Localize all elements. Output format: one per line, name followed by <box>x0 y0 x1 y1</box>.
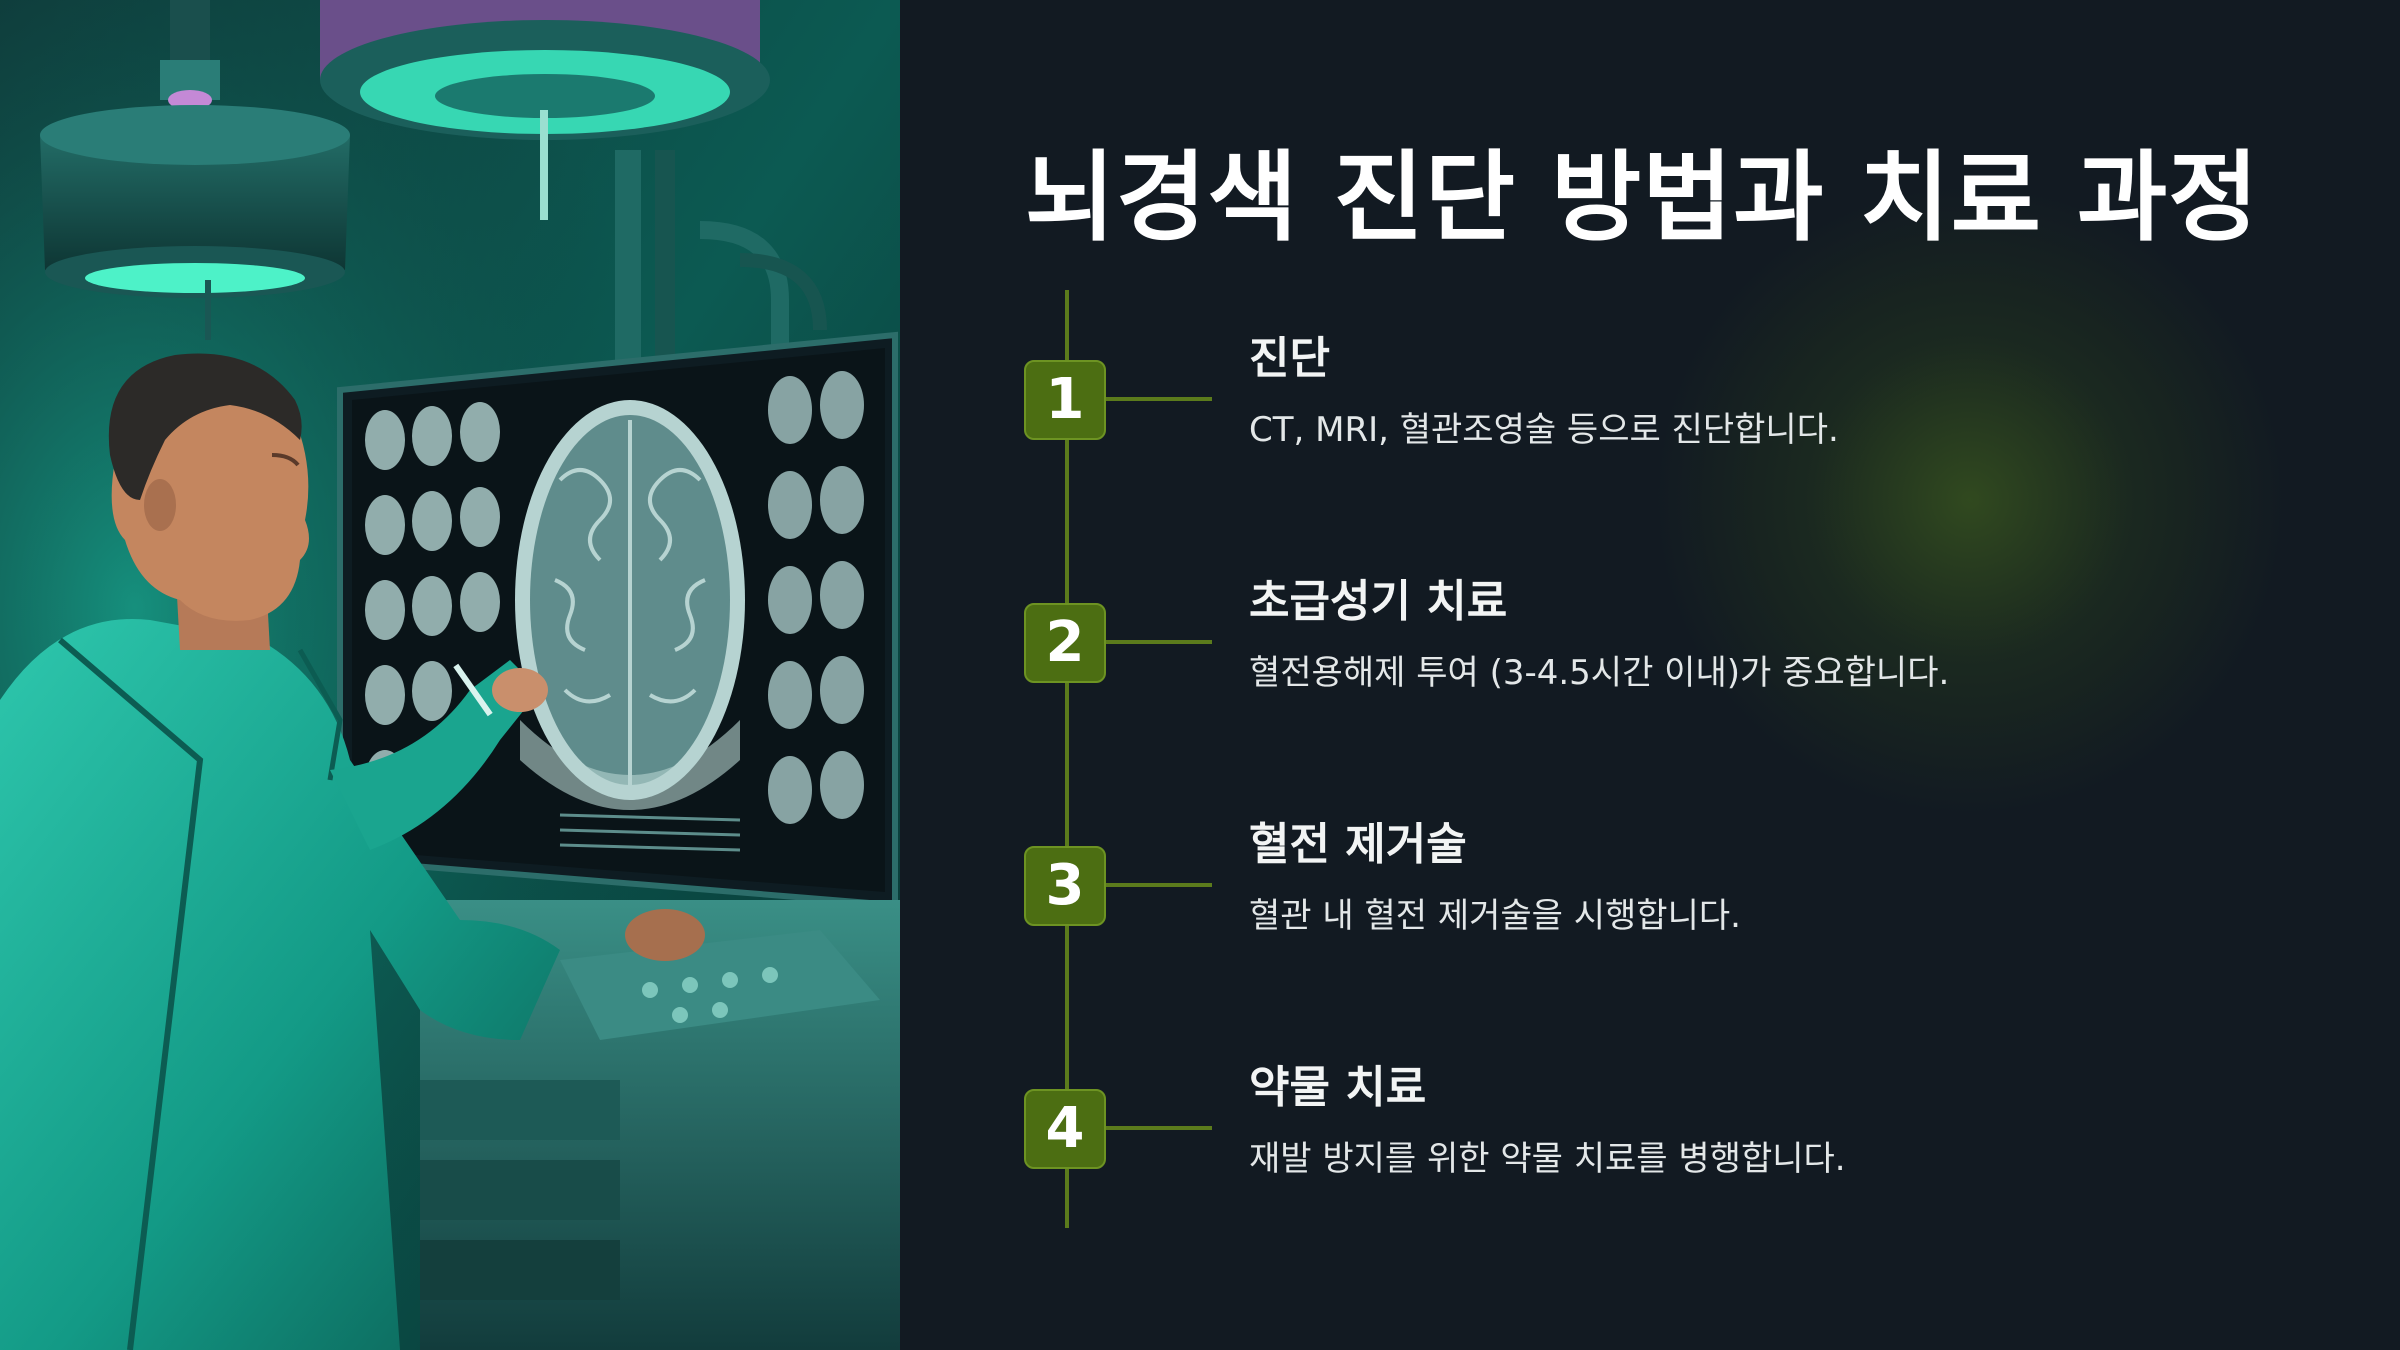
step-description: 혈전용해제 투여 (3-4.5시간 이내)가 중요합니다. <box>1249 653 1950 693</box>
step-description: 재발 방지를 위한 약물 치료를 병행합니다. <box>1249 1139 1846 1179</box>
step-number-badge: 1 <box>1024 360 1106 440</box>
step-title: 혈전 제거술 <box>1249 819 1467 870</box>
doctor-brain-scan-image <box>0 0 900 1350</box>
step-connector <box>1106 640 1212 644</box>
step-number-badge: 3 <box>1024 846 1106 926</box>
timeline-step-3: 3 혈전 제거술 혈관 내 혈전 제거술을 시행합니다. <box>1024 808 2324 958</box>
step-connector <box>1106 397 1212 401</box>
step-description: 혈관 내 혈전 제거술을 시행합니다. <box>1249 896 1741 936</box>
timeline-line <box>1065 290 1069 1228</box>
page-title: 뇌경색 진단 방법과 치료 과정 <box>1025 141 2260 255</box>
step-title: 진단 <box>1249 333 1330 384</box>
background-glow <box>1650 180 2290 820</box>
step-number-badge: 2 <box>1024 603 1106 683</box>
timeline-step-4: 4 약물 치료 재발 방지를 위한 약물 치료를 병행합니다. <box>1024 1051 2324 1201</box>
timeline-step-1: 1 진단 CT, MRI, 혈관조영술 등으로 진단합니다. <box>1024 322 2324 472</box>
step-title: 초급성기 치료 <box>1249 576 1508 627</box>
timeline-step-2: 2 초급성기 치료 혈전용해제 투여 (3-4.5시간 이내)가 중요합니다. <box>1024 565 2324 715</box>
step-connector <box>1106 1126 1212 1130</box>
step-description: CT, MRI, 혈관조영술 등으로 진단합니다. <box>1249 410 1839 450</box>
step-connector <box>1106 883 1212 887</box>
step-number-badge: 4 <box>1024 1089 1106 1169</box>
step-title: 약물 치료 <box>1249 1062 1427 1113</box>
